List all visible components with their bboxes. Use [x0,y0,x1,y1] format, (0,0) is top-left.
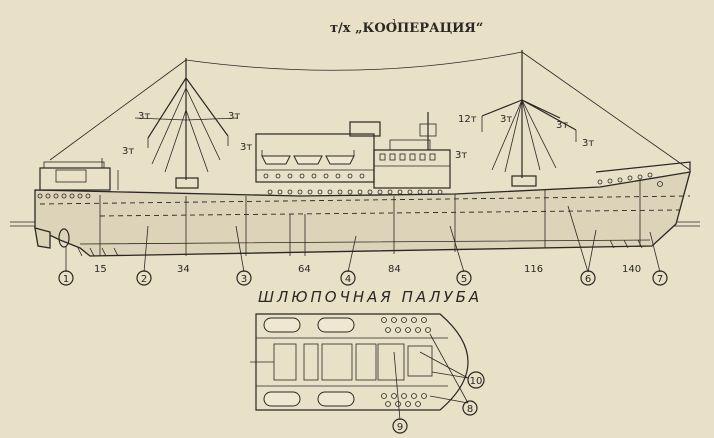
derrick-label-r4: 3т [556,120,568,131]
svg-text:5: 5 [461,274,467,285]
frame-34: 34 [177,264,190,275]
callout-4: 4 [340,235,357,286]
double-bottom [77,239,651,257]
boat-deck-title: ШЛЮПОЧНАЯ ПАЛУБА [258,288,482,306]
aft-mast [134,58,239,189]
mast-stay [185,51,523,71]
lifeboats-side [261,150,355,165]
frame-116: 116 [524,264,543,275]
hull [34,171,691,257]
derrick-label-l2: 3т [228,111,240,122]
title-superscript: 1 [392,18,396,26]
bulkheads [99,180,641,256]
svg-text:3: 3 [241,274,247,285]
callout-10: 10 [419,351,485,389]
frame-140: 140 [622,264,641,275]
derrick-label-l1: 3т [138,111,150,122]
svg-text:1: 1 [63,274,69,285]
callout-6: 6 [567,205,597,286]
svg-text:2: 2 [141,274,147,285]
rudder [34,227,51,249]
callout-7: 7 [649,231,668,286]
callout-8: 8 [429,333,478,416]
frame-84: 84 [388,264,401,275]
boat-deck-plan [250,313,469,411]
svg-text:4: 4 [345,274,351,285]
derrick-label-r2: 3т [500,114,512,125]
upper-deck-line [39,195,691,205]
forecastle [595,161,691,173]
lower-deck-line [99,209,681,217]
callout-5: 5 [449,225,472,286]
diagram-title: т/х „КООПЕРАЦИЯ“ [330,21,483,36]
fore-stay [521,51,691,171]
derrick-label-l4: 3т [240,142,252,153]
frame-15: 15 [94,264,107,275]
callout-3: 3 [235,225,252,286]
fore-mast [481,50,577,187]
svg-text:6: 6 [585,274,591,285]
svg-text:8: 8 [467,404,473,415]
portholes [37,172,663,199]
derrick-label-r5: 3т [582,138,594,149]
callout-1: 1 [58,246,74,286]
stern-house [39,158,119,191]
aft-stay [49,59,187,161]
derrick-label-r1: 12т [458,114,477,125]
superstructure-windows [263,153,436,179]
svg-text:9: 9 [397,422,403,433]
midship-house [255,112,451,189]
frame-64: 64 [298,264,311,275]
svg-text:7: 7 [657,274,663,285]
derrick-label-r3: 3т [455,150,467,161]
derrick-label-l3: 3т [122,146,134,157]
svg-text:10: 10 [470,376,483,387]
callout-2: 2 [136,225,152,286]
propeller [58,228,70,248]
callout-9: 9 [392,351,408,434]
